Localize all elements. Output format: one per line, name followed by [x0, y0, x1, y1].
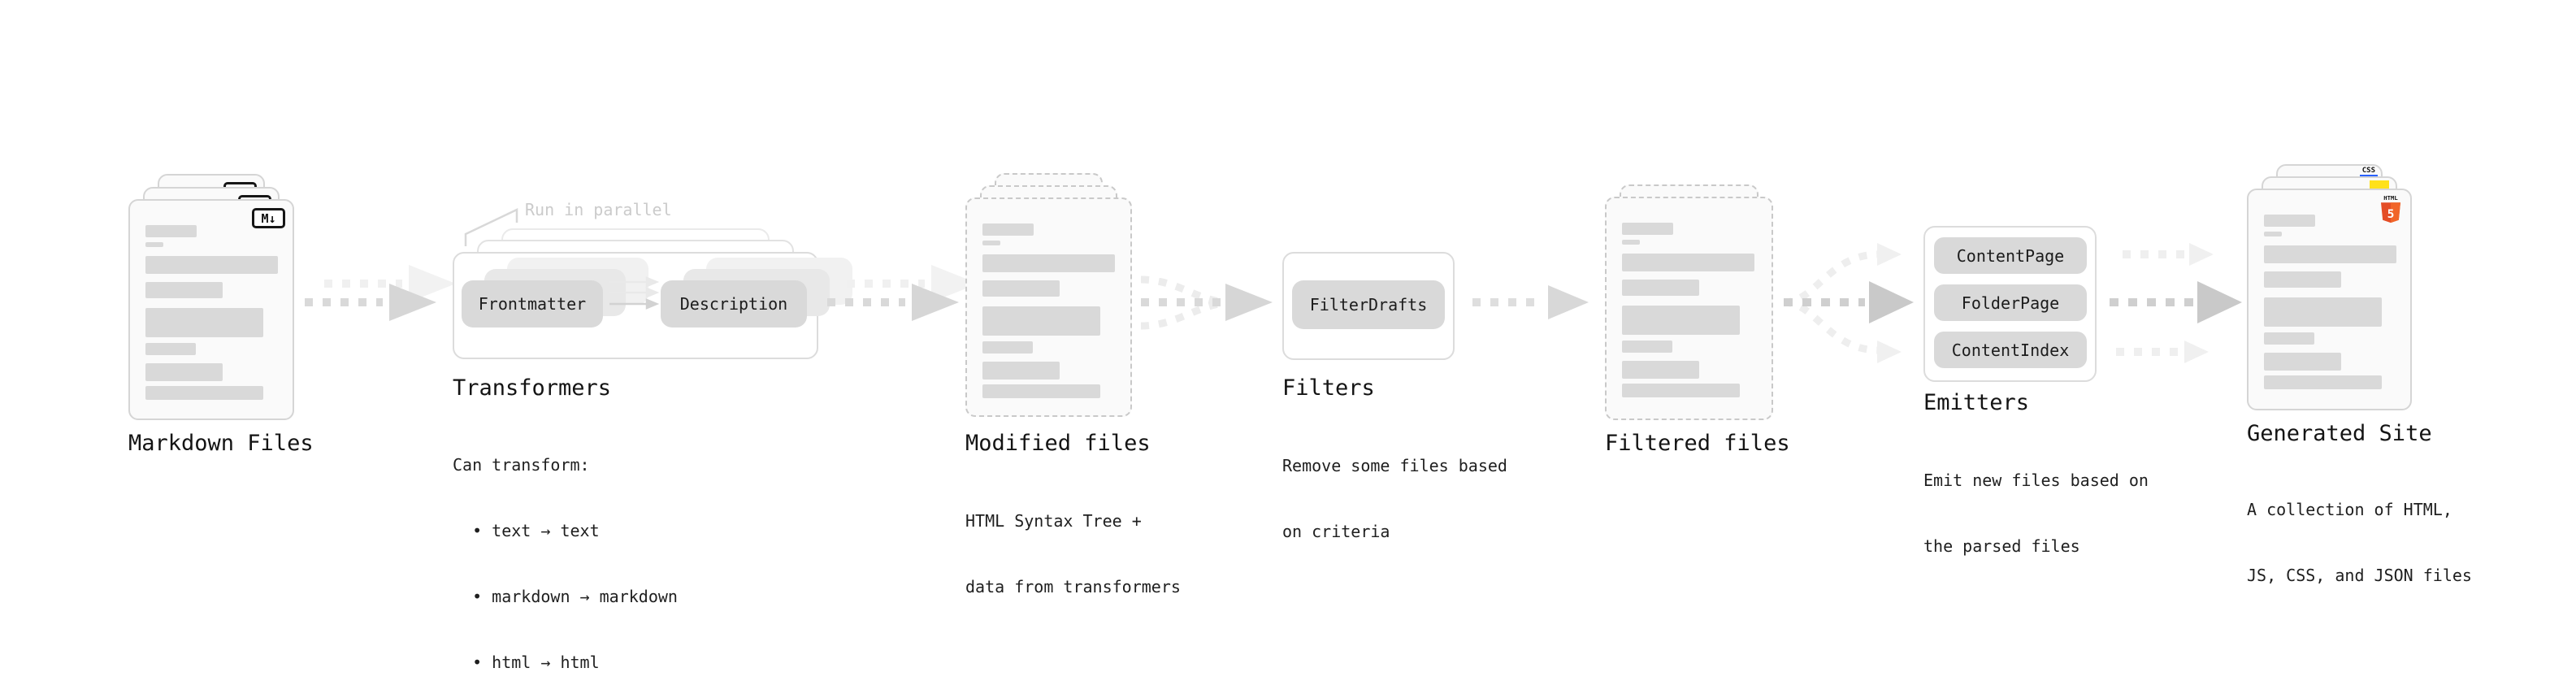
chip-contentindex: ContentIndex — [1934, 332, 2087, 368]
javascript-icon — [2370, 180, 2389, 189]
skeleton-line — [2264, 375, 2382, 389]
annotation-leader-line — [464, 208, 518, 246]
node-title-generated-site: Generated Site — [2247, 421, 2432, 446]
file-card-front — [965, 197, 1132, 417]
arrowhead-icon — [1548, 285, 1589, 319]
dashed-line — [305, 298, 383, 306]
desc-line: • text → text — [453, 521, 600, 540]
node-desc-generated-site: A collection of HTML, JS, CSS, and JSON … — [2247, 455, 2472, 631]
dashed-line — [2116, 348, 2181, 356]
file-card-front — [1605, 197, 1773, 420]
chip-folderpage: FolderPage — [1934, 284, 2087, 321]
skeleton-line — [145, 256, 278, 274]
node-desc-emitters: Emit new files based on the parsed files — [1923, 426, 2149, 601]
chip-description: Description — [661, 280, 807, 327]
skeleton-line — [982, 306, 1100, 336]
desc-line: the parsed files — [1923, 536, 2080, 556]
skeleton-line — [982, 223, 1034, 236]
skeleton-line — [1622, 280, 1699, 296]
node-desc-modified-files: HTML Syntax Tree + data from transformer… — [965, 466, 1181, 642]
skeleton-line — [1622, 223, 1673, 235]
desc-line: data from transformers — [965, 577, 1181, 596]
skeleton-line — [982, 341, 1033, 354]
chip-frontmatter: Frontmatter — [462, 280, 603, 327]
skeleton-line — [2264, 232, 2282, 236]
arrowhead-icon — [1877, 243, 1902, 266]
desc-line: Emit new files based on — [1923, 471, 2149, 490]
dashed-line — [2123, 250, 2186, 258]
skeleton-line — [145, 242, 163, 247]
desc-line: • html → html — [453, 653, 600, 672]
skeleton-line — [2264, 245, 2396, 263]
skeleton-line — [982, 254, 1115, 272]
desc-line: JS, CSS, and JSON files — [2247, 566, 2472, 585]
arrowhead-icon — [2184, 340, 2209, 363]
dashed-line — [847, 280, 925, 288]
arrowhead-icon — [2197, 281, 2242, 323]
skeleton-line — [982, 362, 1060, 380]
skeleton-line — [1622, 240, 1640, 245]
node-title-emitters: Emitters — [1923, 390, 2030, 415]
chip-contentpage: ContentPage — [1934, 237, 2087, 274]
skeleton-line — [1622, 306, 1740, 335]
node-title-markdown-files: Markdown Files — [128, 431, 314, 456]
run-in-parallel-label: Run in parallel — [525, 200, 672, 219]
dashed-line — [2110, 298, 2194, 306]
desc-line: HTML Syntax Tree + — [965, 511, 1142, 531]
skeleton-line — [1622, 340, 1672, 353]
dashed-line — [1141, 298, 1222, 306]
skeleton-line — [1622, 361, 1699, 379]
chip-filterdrafts: FilterDrafts — [1292, 280, 1445, 329]
arrowhead-icon — [2189, 243, 2214, 266]
desc-line: Remove some files based — [1282, 456, 1507, 475]
skeleton-line — [145, 225, 197, 237]
node-title-transformers: Transformers — [453, 375, 612, 401]
markdown-icon: M↓ — [252, 208, 285, 228]
svg-text:5: 5 — [2387, 207, 2395, 221]
desc-line: Can transform: — [453, 455, 590, 475]
fork-curves — [1783, 250, 1880, 354]
skeleton-line — [1622, 254, 1754, 271]
dashed-line — [1784, 298, 1865, 306]
skeleton-line — [982, 384, 1100, 398]
node-desc-filters: Remove some files based on criteria — [1282, 411, 1507, 587]
skeleton-line — [145, 343, 196, 355]
node-title-modified-files: Modified files — [965, 431, 1151, 456]
html5-icon: HTML 5 — [2381, 194, 2400, 223]
file-card-front: HTML 5 — [2247, 189, 2412, 410]
skeleton-line — [145, 363, 223, 381]
svg-text:HTML: HTML — [2383, 194, 2398, 202]
parallel-arrows-icon — [609, 276, 660, 310]
skeleton-line — [982, 241, 1000, 245]
arrowhead-icon — [1225, 284, 1273, 321]
skeleton-line — [2264, 271, 2341, 288]
arrowhead-icon — [389, 284, 436, 321]
arrowhead-icon — [1877, 340, 1902, 363]
skeleton-line — [145, 386, 263, 400]
desc-line: • markdown → markdown — [453, 587, 678, 606]
node-title-filtered-files: Filtered files — [1605, 431, 1790, 456]
desc-line: A collection of HTML, — [2247, 500, 2452, 519]
node-desc-transformers: Can transform: • text → text • markdown … — [453, 410, 678, 681]
file-card-front: M↓ — [128, 199, 294, 420]
dashed-line — [1472, 298, 1544, 306]
node-title-filters: Filters — [1282, 375, 1375, 401]
skeleton-line — [2264, 353, 2341, 371]
skeleton-line — [2264, 332, 2314, 345]
arrowhead-icon — [1869, 281, 1914, 323]
skeleton-line — [982, 280, 1060, 297]
desc-line: on criteria — [1282, 522, 1390, 541]
dashed-line — [324, 280, 402, 288]
skeleton-line — [145, 282, 223, 298]
arrowhead-icon — [912, 284, 959, 321]
skeleton-line — [1622, 384, 1740, 397]
dashed-line — [827, 298, 905, 306]
skeleton-line — [2264, 297, 2382, 327]
skeleton-line — [145, 308, 263, 337]
skeleton-line — [2264, 215, 2315, 227]
